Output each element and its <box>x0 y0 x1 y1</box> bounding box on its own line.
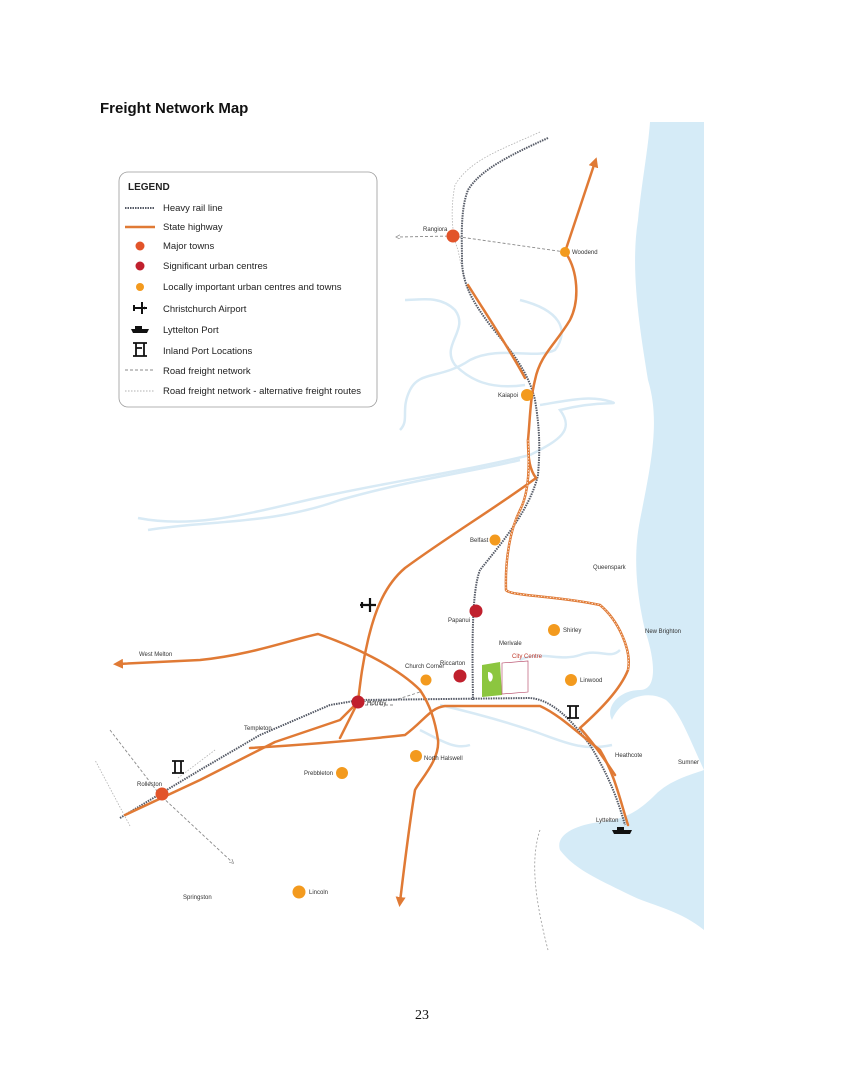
airport-icon <box>133 302 147 314</box>
place-label: City Centre <box>512 654 543 660</box>
legend-title: LEGEND <box>128 182 170 193</box>
rivers <box>137 297 621 749</box>
place-label: Merivale <box>499 641 522 647</box>
legend-local-towns-label: Locally important urban centres and town… <box>163 282 342 293</box>
place-label: Rangiora <box>423 227 448 233</box>
legend-road-freight-label: Road freight network <box>163 366 251 377</box>
legend-alt-freight-label: Road freight network - alternative freig… <box>163 386 361 397</box>
legend-lyttelton-port-label: Lyttelton Port <box>163 325 219 336</box>
local-town-marker <box>560 247 570 257</box>
local-town-marker <box>410 750 422 762</box>
place-label: Springston <box>183 895 212 901</box>
place-label: Papanui <box>448 618 470 624</box>
place-label: New Brighton <box>645 629 681 635</box>
page-number: 23 <box>415 1008 429 1023</box>
place-label: Templeton <box>244 726 272 732</box>
place-label: Lincoln <box>309 890 328 896</box>
place-label: Riccarton <box>440 661 465 667</box>
place-label: Lyttelton <box>596 818 618 824</box>
place-label: Queenspark <box>593 565 627 571</box>
place-label: Heathcote <box>615 753 643 759</box>
major-town-marker <box>446 229 460 243</box>
local-town-marker <box>565 674 577 686</box>
local-town-marker <box>489 534 501 546</box>
place-label: West Melton <box>139 652 172 658</box>
legend-airport-label: Christchurch Airport <box>163 304 247 315</box>
hagley-park-inner <box>488 672 493 682</box>
legend-inland-port-label: Inland Port Locations <box>163 346 253 357</box>
place-label: Kaiapoi <box>498 393 518 399</box>
ship-icon <box>612 827 632 834</box>
local-town-marker <box>292 885 306 899</box>
local-town-marker <box>336 767 348 779</box>
peninsula-coast-outline <box>534 829 549 951</box>
place-label: Prebbleton <box>304 771 333 777</box>
inland-port-icon <box>567 705 579 719</box>
place-label: Sumner <box>678 760 699 766</box>
legend-major-towns-label: Major towns <box>163 241 214 252</box>
airport-icon <box>360 598 376 612</box>
significant-centre-marker <box>469 604 483 618</box>
place-label: Hornby <box>367 701 386 707</box>
lyttelton-harbour-sea <box>559 770 704 930</box>
legend-panel: LEGEND Heavy rail line State highway Maj… <box>118 171 378 408</box>
inland-port-icon <box>133 342 147 357</box>
legend-state-highway-label: State highway <box>163 222 223 233</box>
local-town-icon <box>136 283 144 291</box>
legend-significant-centres-label: Significant urban centres <box>163 261 268 272</box>
pegasus-bay-sea <box>610 122 704 770</box>
coastal-rail-overlay <box>505 439 630 671</box>
major-town-marker <box>155 787 169 801</box>
legend-heavy-rail-label: Heavy rail line <box>163 203 223 214</box>
significant-centre-marker <box>453 669 467 683</box>
major-town-icon <box>135 241 145 251</box>
place-label: North Halswell <box>424 756 463 762</box>
inland-port-icon <box>172 760 184 774</box>
place-label: Church Corner <box>405 664 444 670</box>
significant-urban-centre-icon <box>135 261 145 271</box>
page-title: Freight Network Map <box>100 100 249 117</box>
place-label: Shirley <box>563 628 581 634</box>
place-label: Rolleston <box>137 782 162 788</box>
ship-icon <box>131 326 149 333</box>
place-label: Belfast <box>470 538 489 544</box>
state-highway-network <box>113 157 630 907</box>
significant-centre-marker <box>351 695 365 709</box>
local-town-marker <box>521 389 533 401</box>
city-centre-outline <box>501 660 529 695</box>
place-label: Woodend <box>572 250 598 256</box>
local-town-marker <box>420 674 432 686</box>
place-label: Linwood <box>580 678 602 684</box>
local-town-marker <box>548 624 560 636</box>
